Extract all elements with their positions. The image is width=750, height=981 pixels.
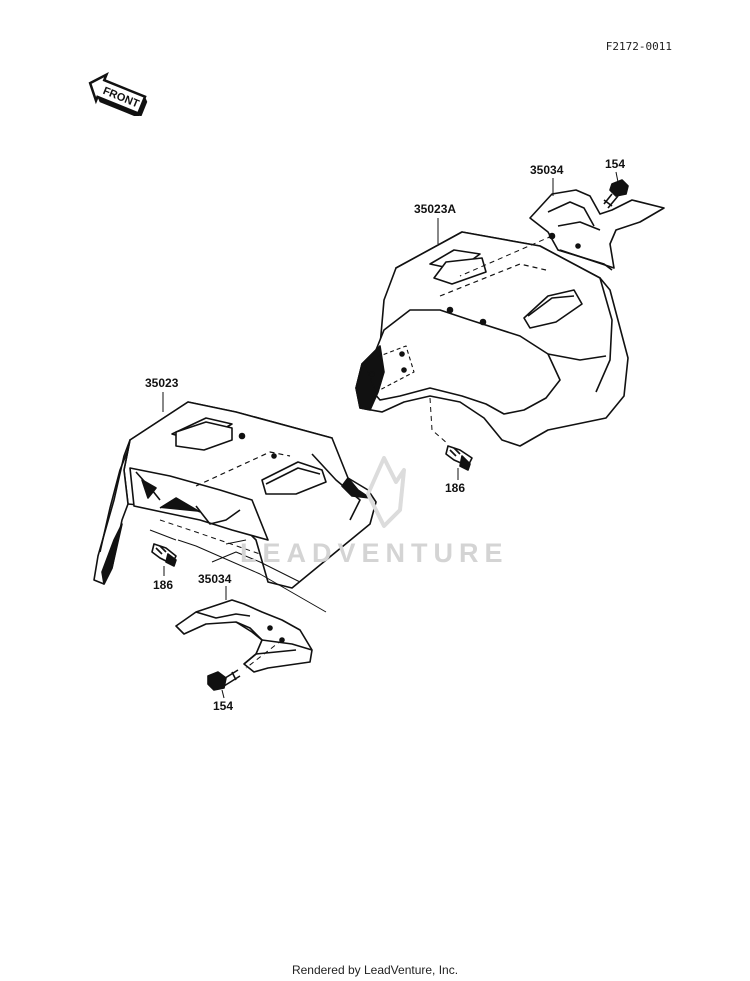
front-mud-guard [175, 599, 313, 673]
rear-bolt-186 [445, 445, 473, 471]
diagram-code: F2172-0011 [605, 40, 672, 53]
callout-front-bolt: 186 [153, 578, 174, 592]
front-arrow-badge: FRONT [88, 72, 148, 116]
callout-rear-guard: 35034 [530, 163, 564, 177]
callout-front-cover: 35023 [145, 376, 179, 390]
rear-bolt-154 [603, 179, 629, 209]
front-fender-cover [93, 401, 377, 613]
callout-rear-bolt-bottom: 186 [445, 481, 466, 495]
callout-front-guard-bolt: 154 [213, 699, 234, 713]
rear-mud-guard [529, 189, 665, 271]
footer-credit: Rendered by LeadVenture, Inc. [291, 963, 459, 977]
front-guard-bolt-154 [207, 669, 241, 691]
callout-rear-bolt-top: 154 [605, 157, 626, 171]
watermark-text: LEADVENTURE [240, 538, 509, 568]
front-bolt-186 [151, 543, 177, 567]
callout-front-guard: 35034 [198, 572, 232, 586]
callout-rear-cover: 35023A [414, 202, 457, 216]
rear-fender-cover [355, 231, 629, 447]
watermark-logo [366, 456, 406, 528]
